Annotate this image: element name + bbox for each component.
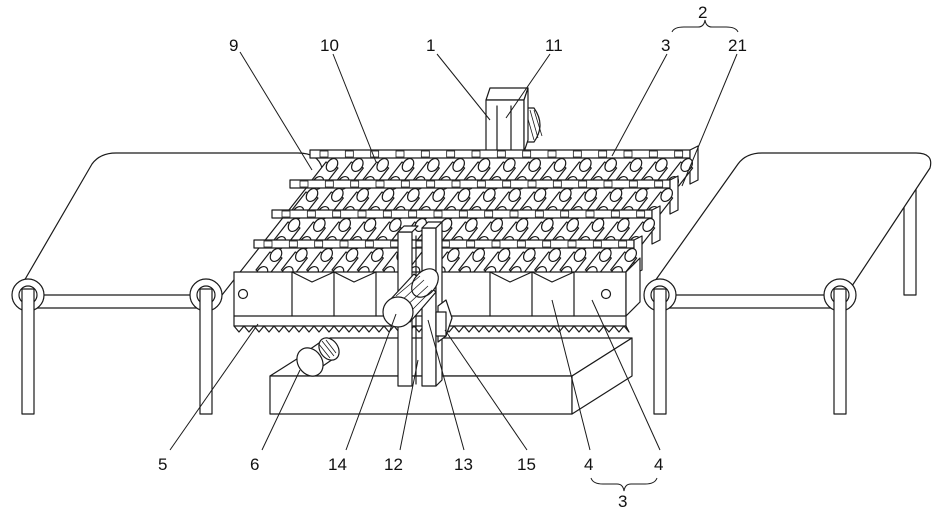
label-21: 21 bbox=[728, 36, 747, 55]
label-2: 2 bbox=[698, 3, 707, 22]
label-9: 9 bbox=[229, 36, 238, 55]
upper-motor bbox=[486, 88, 542, 152]
label-3-bottom: 3 bbox=[618, 492, 627, 511]
label-14: 14 bbox=[328, 455, 347, 474]
label-10: 10 bbox=[320, 36, 339, 55]
label-6: 6 bbox=[250, 455, 259, 474]
label-11: 11 bbox=[545, 36, 563, 55]
label-4-right: 4 bbox=[654, 455, 663, 474]
label-15: 15 bbox=[517, 455, 536, 474]
label-12: 12 bbox=[384, 455, 403, 474]
label-13: 13 bbox=[454, 455, 473, 474]
label-5: 5 bbox=[158, 455, 167, 474]
label-3-top: 3 bbox=[661, 36, 670, 55]
label-4-left: 4 bbox=[584, 455, 593, 474]
label-1: 1 bbox=[426, 36, 435, 55]
right-conveyor bbox=[644, 153, 931, 414]
